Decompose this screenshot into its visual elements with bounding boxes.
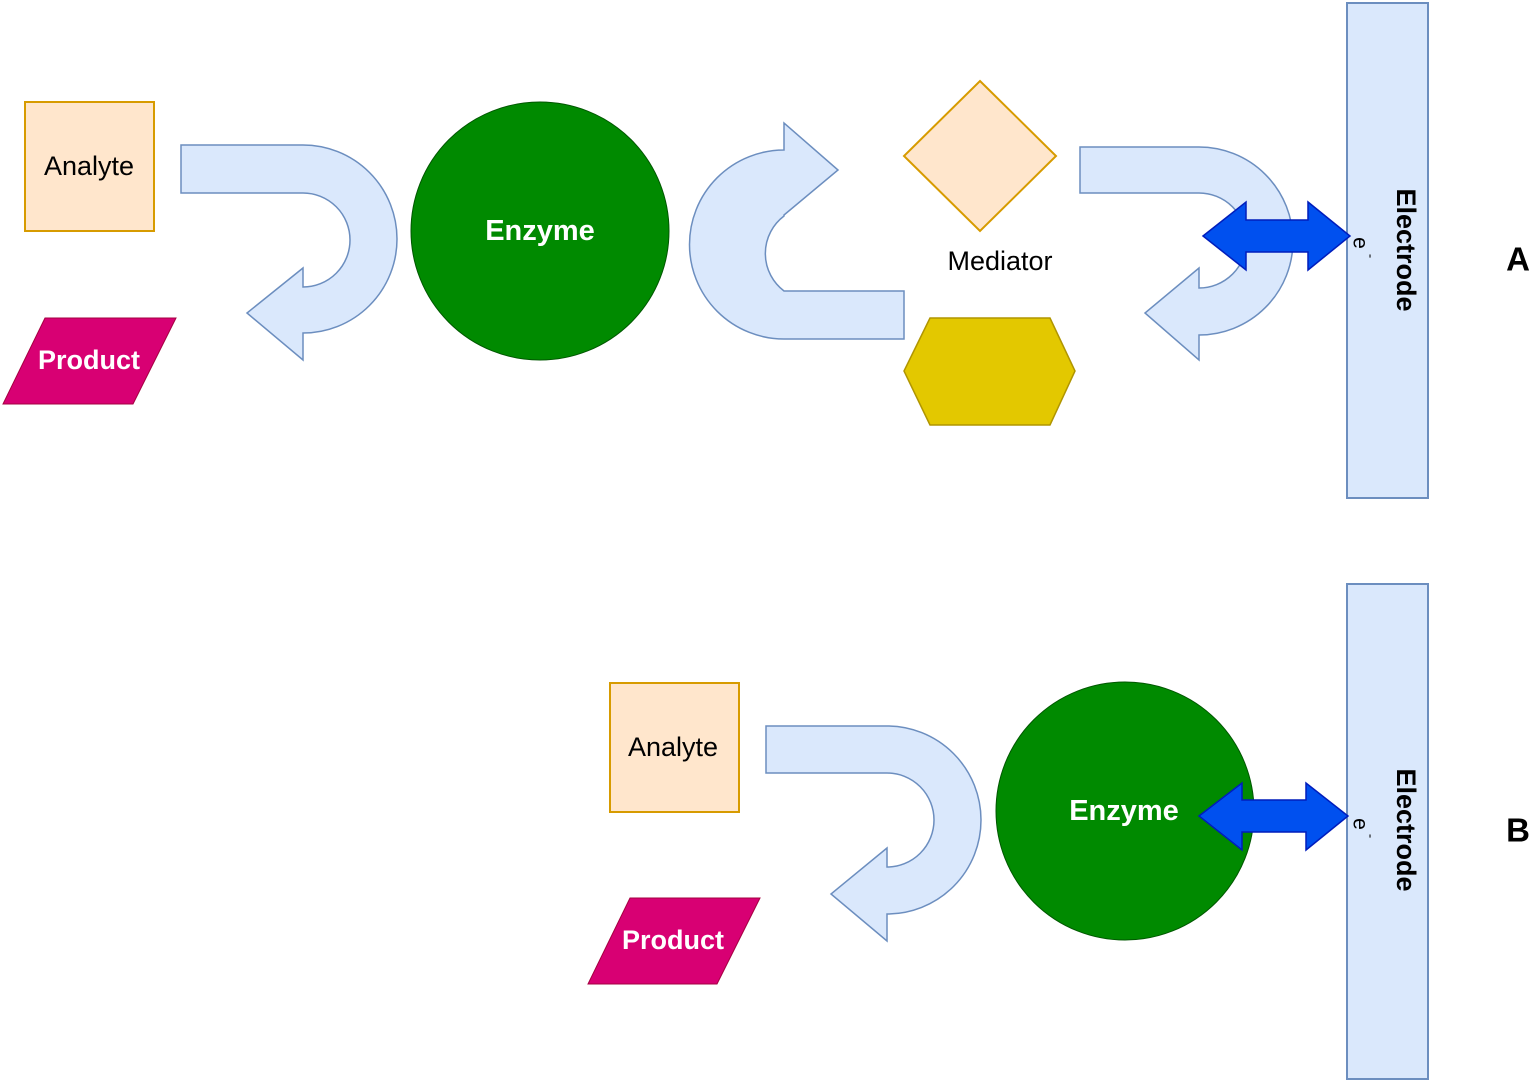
enzyme-a-label: Enzyme [485, 215, 595, 247]
electron-transfer-arrow-a [1201, 200, 1352, 272]
electrode-a [1346, 2, 1429, 499]
curved-arrow-a2 [688, 121, 905, 340]
product-a-label: Product [38, 345, 140, 375]
mediator-label: Mediator [947, 246, 1052, 276]
electron-b-label: e [1349, 818, 1372, 830]
electron-a-charge: - [1364, 254, 1379, 258]
analyte-a-label: Analyte [44, 151, 134, 181]
panel-b: Electrode Analyte Product Enzyme e - B [587, 583, 1530, 1080]
curved-arrow-a1 [180, 144, 398, 362]
electron-b-charge: - [1364, 834, 1379, 838]
panel-a-letter: A [1506, 241, 1530, 278]
enzyme-a [410, 101, 670, 361]
panel-a: Electrode Analyte Product Enzyme Mediato… [2, 2, 1530, 499]
enzyme-b-label: Enzyme [1069, 795, 1179, 827]
analyte-b [609, 682, 740, 813]
mediator-reduced-hexagon [903, 317, 1076, 426]
analyte-b-label: Analyte [628, 732, 718, 762]
analyte-a [24, 101, 155, 232]
electrode-b-label: Electrode [1391, 768, 1421, 891]
curved-arrow-b1 [765, 725, 982, 943]
product-a [2, 317, 177, 405]
panel-b-letter: B [1506, 812, 1530, 849]
product-b [587, 897, 761, 985]
electron-a-label: e [1349, 237, 1372, 249]
electrode-b [1346, 583, 1429, 1080]
electrode-a-label: Electrode [1391, 188, 1421, 311]
electron-transfer-arrow-b [1197, 781, 1350, 852]
product-b-label: Product [622, 925, 724, 955]
curved-arrow-a3 [1079, 146, 1294, 362]
mediator-oxidized-diamond [902, 79, 1058, 233]
